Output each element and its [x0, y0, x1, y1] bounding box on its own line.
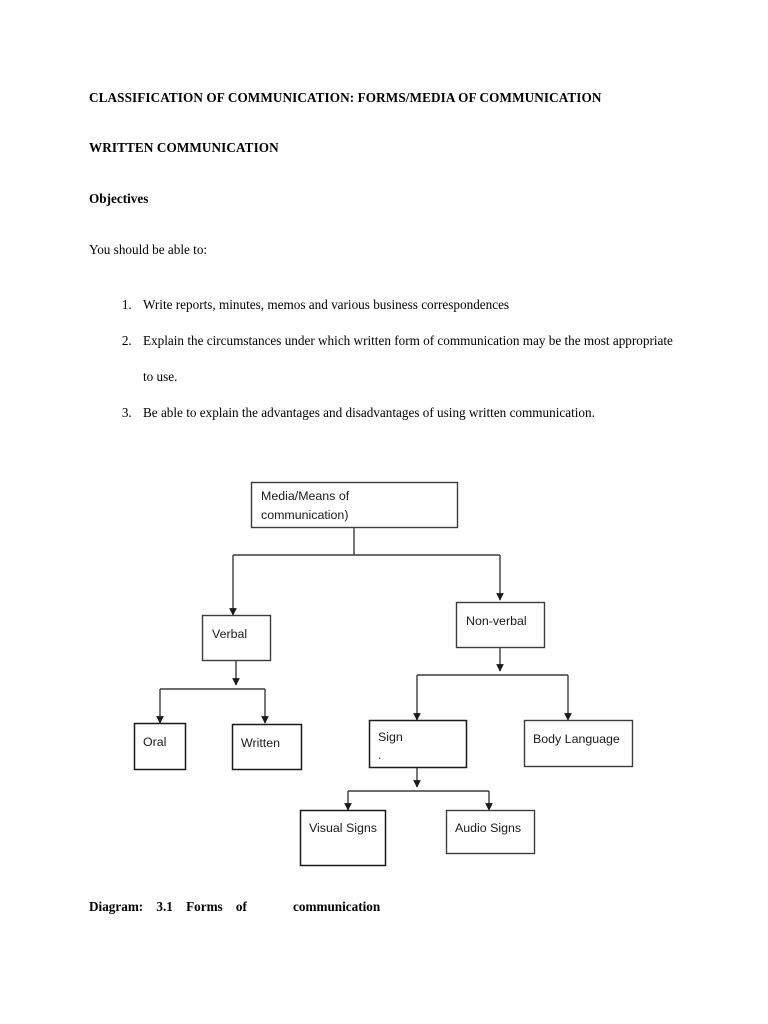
- node-root-label-line2: communication): [261, 508, 348, 522]
- node-audio-signs: Audio Signs: [445, 809, 536, 855]
- caption-part-forms: Forms: [186, 899, 223, 914]
- node-sign: Sign .: [368, 719, 468, 769]
- diagram-svg: Media/Means of communication) Verbal Non…: [133, 481, 634, 867]
- section-heading-written-communication: WRITTEN COMMUNICATION: [89, 139, 279, 155]
- node-nonverbal: Non-verbal: [455, 601, 546, 649]
- node-sign-label-line2: .: [378, 748, 381, 762]
- objectives-heading: Objectives: [89, 190, 149, 206]
- objectives-list: Write reports, minutes, memos and variou…: [89, 287, 679, 431]
- node-written-label: Written: [241, 736, 280, 750]
- list-item: Explain the circumstances under which wr…: [135, 323, 679, 395]
- node-visual-signs: Visual Signs: [299, 809, 387, 867]
- node-oral-label: Oral: [143, 735, 166, 749]
- list-item: Be able to explain the advantages and di…: [135, 395, 679, 431]
- caption-part-of: of: [235, 899, 247, 914]
- node-verbal: Verbal: [201, 614, 272, 662]
- node-sign-label: Sign: [378, 730, 403, 744]
- caption-part-communication: communication: [293, 899, 381, 914]
- caption-part-label: Diagram:: [89, 899, 144, 914]
- node-root-label-line1: Media/Means of: [261, 489, 350, 503]
- node-verbal-label: Verbal: [212, 627, 247, 641]
- diagram-caption: Diagram: 3.1 Forms of communication: [89, 899, 679, 915]
- node-audio-signs-label: Audio Signs: [455, 821, 521, 835]
- forms-of-communication-diagram: Media/Means of communication) Verbal Non…: [0, 455, 768, 885]
- node-root: Media/Means of communication): [250, 481, 459, 529]
- node-visual-signs-label: Visual Signs: [309, 821, 377, 835]
- list-item: Write reports, minutes, memos and variou…: [135, 287, 679, 323]
- node-body-language-label: Body Language: [533, 732, 620, 746]
- node-nonverbal-label: Non-verbal: [466, 614, 527, 628]
- node-written: Written: [231, 723, 303, 771]
- page-title: CLASSIFICATION OF COMMUNICATION: FORMS/M…: [89, 90, 602, 105]
- caption-part-number: 3.1: [156, 899, 173, 914]
- node-oral: Oral: [133, 722, 187, 771]
- objectives-lead-in: You should be able to:: [89, 241, 208, 257]
- node-body-language: Body Language: [523, 719, 634, 768]
- document-text-body: CLASSIFICATION OF COMMUNICATION: FORMS/M…: [89, 90, 679, 431]
